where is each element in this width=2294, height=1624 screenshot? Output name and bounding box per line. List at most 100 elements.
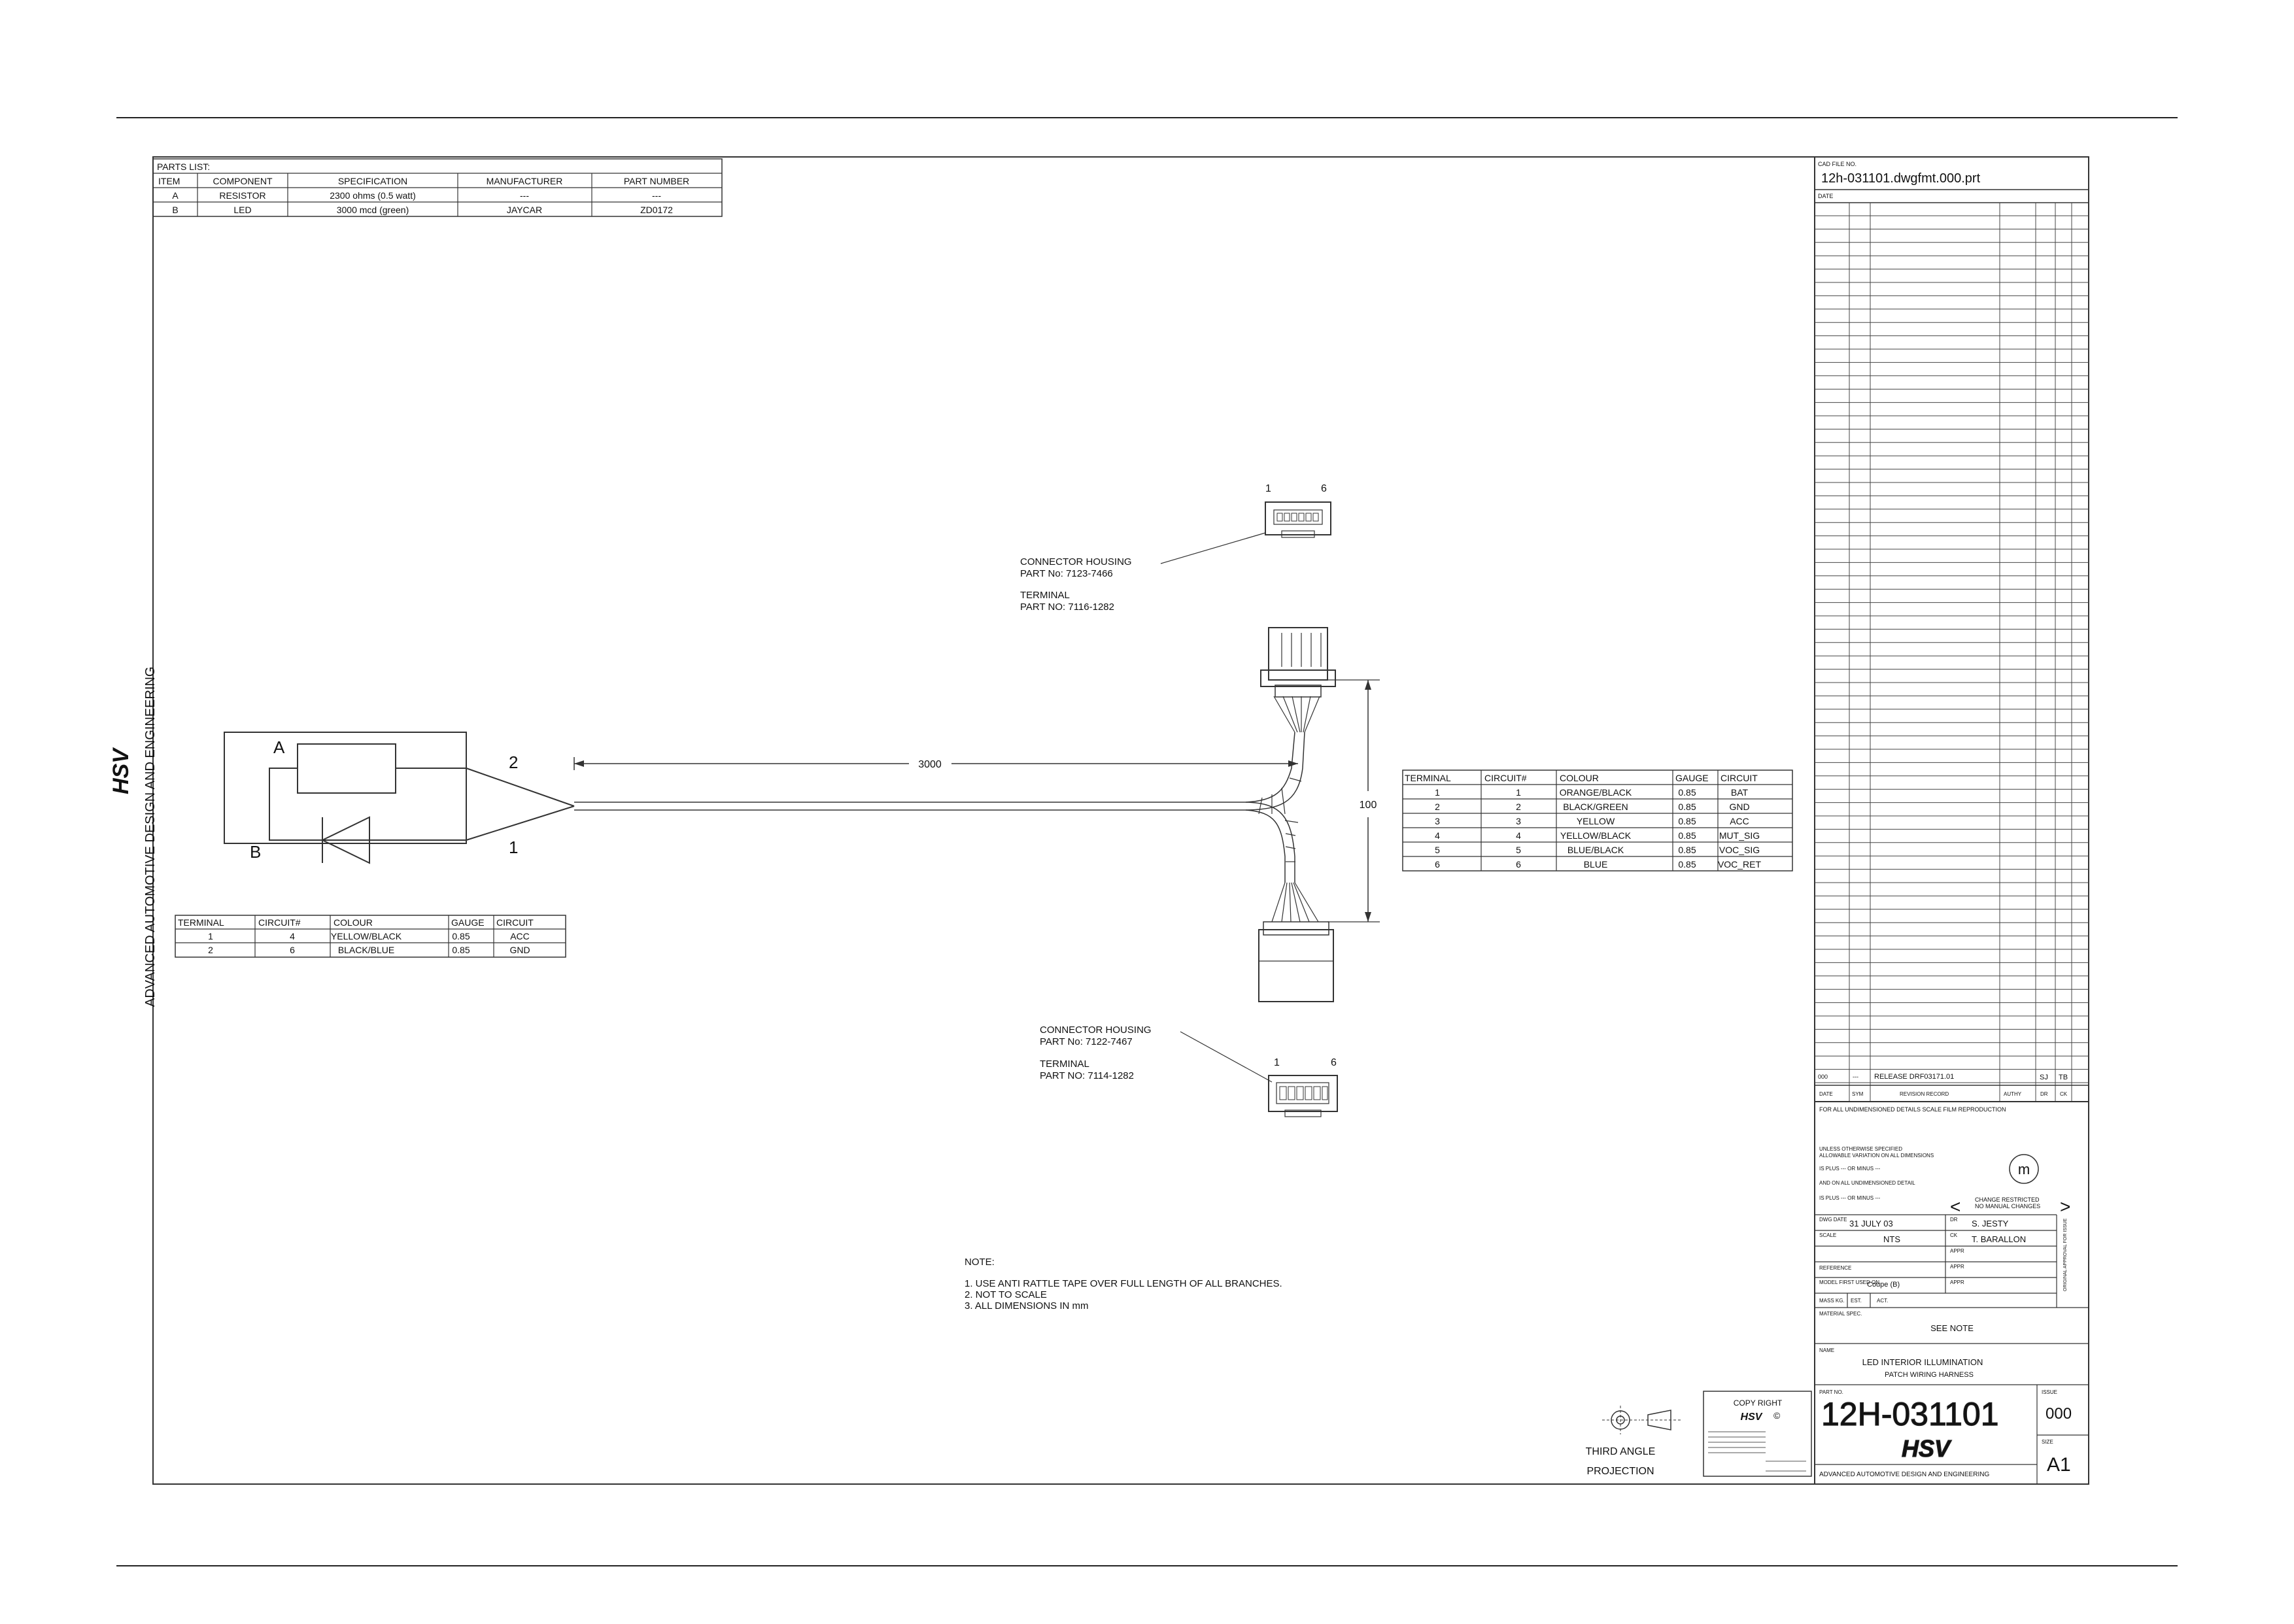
appr-label: APPR [1950, 1248, 1964, 1254]
right-table-cell: GND [1729, 802, 1749, 812]
right-table-cell: 1 [1516, 787, 1521, 798]
mass-label: MASS KG. [1819, 1298, 1845, 1304]
revision-grid [1815, 203, 2089, 1102]
parts-list-cell: --- [652, 190, 661, 201]
connector-bottom-pin-right: 6 [1331, 1057, 1337, 1068]
connector-bottom-housing: CONNECTOR HOUSING [1040, 1024, 1152, 1036]
right-table-cell: MUT_SIG [1719, 830, 1760, 841]
scale-label: SCALE [1819, 1232, 1836, 1238]
left-table-cell: 0.85 [452, 931, 470, 941]
right-table-cell: 4 [1435, 830, 1440, 841]
right-table-header: COLOUR [1560, 773, 1599, 783]
left-table-header: CIRCUIT# [258, 917, 301, 928]
parts-list-cell: JAYCAR [507, 205, 542, 215]
size-value: A1 [2047, 1454, 2071, 1476]
dimension-length: 3000 [574, 757, 1298, 770]
revision-header: DATE [1819, 1091, 1833, 1097]
right-table-cell: 0.85 [1678, 787, 1696, 798]
company-name: ADVANCED AUTOMOTIVE DESIGN AND ENGINEERI… [1819, 1471, 1989, 1478]
no-manual-changes: NO MANUAL CHANGES [1975, 1203, 2040, 1210]
right-table-cell: 6 [1516, 859, 1521, 870]
date-label: DATE [1818, 193, 1833, 199]
dimension-length-value: 3000 [918, 759, 942, 770]
approval-seal-mark: m [2018, 1161, 2030, 1177]
ck-label: CK [1950, 1232, 1958, 1238]
left-table-header: CIRCUIT [496, 917, 534, 928]
approval-seal-icon [2009, 1154, 2039, 1184]
change-restricted: CHANGE RESTRICTED [1975, 1196, 2040, 1203]
right-table-cell: 0.85 [1678, 830, 1696, 841]
size-label: SIZE [2042, 1439, 2053, 1445]
right-table-cell: 6 [1435, 859, 1440, 870]
schematic-pin-2: 2 [509, 753, 518, 772]
dwg-date-label: DWG DATE [1819, 1217, 1847, 1223]
right-table-header: CIRCUIT [1720, 773, 1758, 783]
right-table-cell: BAT [1731, 787, 1749, 798]
side-brand-text: ADVANCED AUTOMOTIVE DESIGN AND ENGINEERI… [143, 667, 158, 1007]
connector-top-detail: 1 6 CONNECTOR HOUSING PART No: 7123-7466… [1020, 483, 1331, 613]
parts-list-cell: LED [233, 205, 251, 215]
model-value: Coupe (B) [1867, 1281, 1900, 1289]
left-table-cell: BLACK/BLUE [338, 945, 394, 955]
note-item: 3. ALL DIMENSIONS IN mm [965, 1300, 1089, 1311]
connector-top-housing: CONNECTOR HOUSING [1020, 556, 1132, 567]
left-table-cell: 6 [290, 945, 295, 955]
part-number: 12H-031101 [1821, 1396, 1999, 1432]
tolerance-3: IS PLUS --- OR MINUS --- [1819, 1166, 1881, 1172]
right-table-cell: 0.85 [1678, 816, 1696, 826]
cad-file-number: 12h-031101.dwgfmt.000.prt [1821, 171, 1981, 186]
dimension-height-value: 100 [1360, 800, 1377, 811]
right-table-cell: 0.85 [1678, 845, 1696, 855]
drawing-name-2: PATCH WIRING HARNESS [1885, 1371, 1974, 1379]
right-table-cell: 3 [1516, 816, 1521, 826]
projection-symbol: THIRD ANGLE PROJECTION [1586, 1406, 1681, 1477]
parts-list-cell: --- [520, 190, 529, 201]
copyright-box: COPY RIGHT HSV © [1703, 1391, 1812, 1477]
connector-bottom-pin-left: 1 [1274, 1057, 1280, 1068]
revision-header: SYM [1852, 1091, 1864, 1097]
parts-list-header: ITEM [158, 176, 180, 186]
left-table-cell: YELLOW/BLACK [331, 931, 402, 941]
led-resistor-schematic: A B 2 1 [224, 732, 575, 864]
copyright-logo: HSV [1741, 1412, 1763, 1423]
notes: NOTE: 1. USE ANTI RATTLE TAPE OVER FULL … [965, 1257, 1282, 1311]
tolerance-2: ALLOWABLE VARIATION ON ALL DIMENSIONS [1819, 1153, 1934, 1159]
copyright-title: COPY RIGHT [1734, 1398, 1783, 1408]
appr-label: APPR [1950, 1264, 1964, 1270]
connector-bottom-terminal-part: PART NO: 7114-1282 [1040, 1070, 1134, 1081]
harness-connector-top [1268, 627, 1328, 681]
material-label: MATERIAL SPEC. [1819, 1311, 1862, 1317]
revision-header: REVISION RECORD [1900, 1091, 1949, 1097]
left-table-cell: ACC [510, 931, 530, 941]
right-table-cell: ACC [1730, 816, 1749, 826]
parts-list-cell: 3000 mcd (green) [337, 205, 409, 215]
note-item: 2. NOT TO SCALE [965, 1289, 1047, 1300]
cad-file-label: CAD FILE NO. [1818, 161, 1857, 167]
parts-list-header: MANUFACTURER [487, 176, 563, 186]
connector-top-terminal: TERMINAL [1020, 590, 1070, 601]
resistor-symbol [297, 743, 396, 794]
tolerance-4: AND ON ALL UNDIMENSIONED DETAIL [1819, 1180, 1915, 1186]
parts-list-cell: 2300 ohms (0.5 watt) [330, 190, 416, 201]
right-table-header: GAUGE [1675, 773, 1709, 783]
revision-dash: --- [1853, 1074, 1858, 1080]
side-brand: ADVANCED AUTOMOTIVE DESIGN AND ENGINEERI… [109, 667, 158, 1007]
parts-list-title: PARTS LIST: [157, 161, 210, 172]
issue-label: ISSUE [2042, 1389, 2057, 1395]
right-table-cell: 0.85 [1678, 859, 1696, 870]
revision-record: RELEASE DRF03171.01 [1874, 1073, 1954, 1081]
title-block-lower: FOR ALL UNDIMENSIONED DETAILS SCALE FILM… [1814, 1101, 2089, 1485]
connector-top-terminal-part: PART NO: 7116-1282 [1020, 601, 1114, 613]
chevron-left-icon: < [1950, 1196, 1960, 1217]
parts-list-cell: A [172, 190, 179, 201]
right-table-cell: 2 [1516, 802, 1521, 812]
dimension-height: 100 [1327, 679, 1380, 922]
right-table-cell: VOC_RET [1718, 859, 1762, 870]
tolerance-1: UNLESS OTHERWISE SPECIFIED [1819, 1146, 1902, 1152]
est-label: EST. [1851, 1298, 1862, 1304]
chevron-right-icon: > [2060, 1196, 2070, 1217]
right-table-cell: VOC_SIG [1719, 845, 1760, 855]
title-block: CAD FILE NO. 12h-031101.dwgfmt.000.prt D… [1814, 156, 2089, 1102]
dwg-date: 31 JULY 03 [1849, 1219, 1893, 1228]
